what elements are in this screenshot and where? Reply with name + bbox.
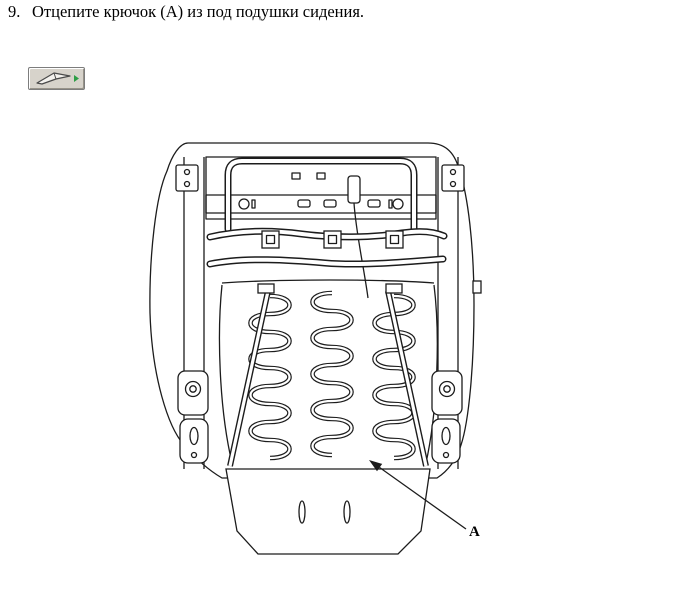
spring-clips: [261, 230, 404, 249]
seat-frame-diagram: A: [149, 142, 482, 555]
side-rails: [183, 157, 459, 469]
leader-arrowhead: [369, 460, 383, 472]
hook-anchor: [347, 175, 361, 204]
figure-button[interactable]: [28, 67, 85, 90]
hook-callout: A: [369, 460, 480, 540]
figure-pointer-icon: [35, 72, 79, 85]
figure-label-a: A: [469, 524, 480, 540]
side-brackets: [177, 370, 463, 464]
step-number: 9.: [8, 2, 21, 21]
corner-brackets: [175, 164, 465, 192]
top-panel: [205, 156, 437, 299]
step-text: Отцепите крючок (А) из под подушки сиден…: [32, 2, 365, 21]
hook-cable: [353, 202, 369, 299]
green-play-arrow-icon: [73, 75, 79, 82]
support-struts: [230, 283, 426, 466]
step-instruction: 9. Отцепите крючок (А) из под подушки си…: [8, 2, 364, 22]
leader-line: [379, 466, 467, 530]
bottom-flap: [225, 468, 431, 555]
seat-springs: [251, 293, 414, 458]
side-tab: [472, 280, 482, 294]
